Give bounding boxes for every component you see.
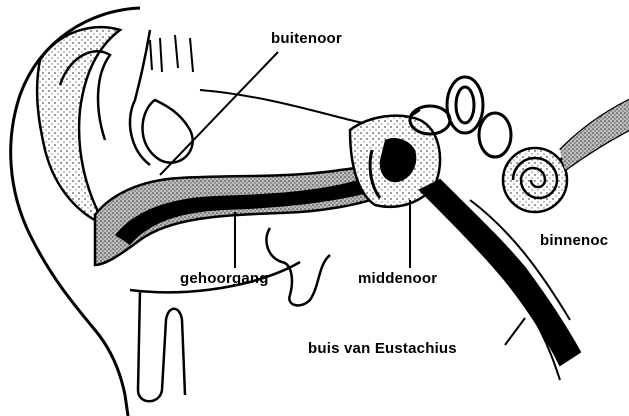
lobe-shape: [266, 228, 330, 305]
label-eustachian-tube: buis van Eustachius: [308, 340, 457, 357]
leader-eustachius: [505, 318, 525, 345]
label-outer-ear: buitenoor: [271, 30, 342, 47]
lower-pinna: [138, 290, 185, 401]
hair-lines: [150, 35, 193, 72]
tube-outer: [470, 200, 570, 320]
nerve-fill: [560, 100, 629, 170]
cochlea: [503, 148, 567, 212]
tragus: [143, 100, 193, 163]
eustachian-tube: [420, 180, 580, 365]
label-ear-canal: gehoorgang: [180, 270, 269, 287]
label-middle-ear: middenoor: [358, 270, 437, 287]
ear-canal-wall: [95, 160, 385, 265]
label-inner-ear: binnenoc: [540, 232, 608, 249]
